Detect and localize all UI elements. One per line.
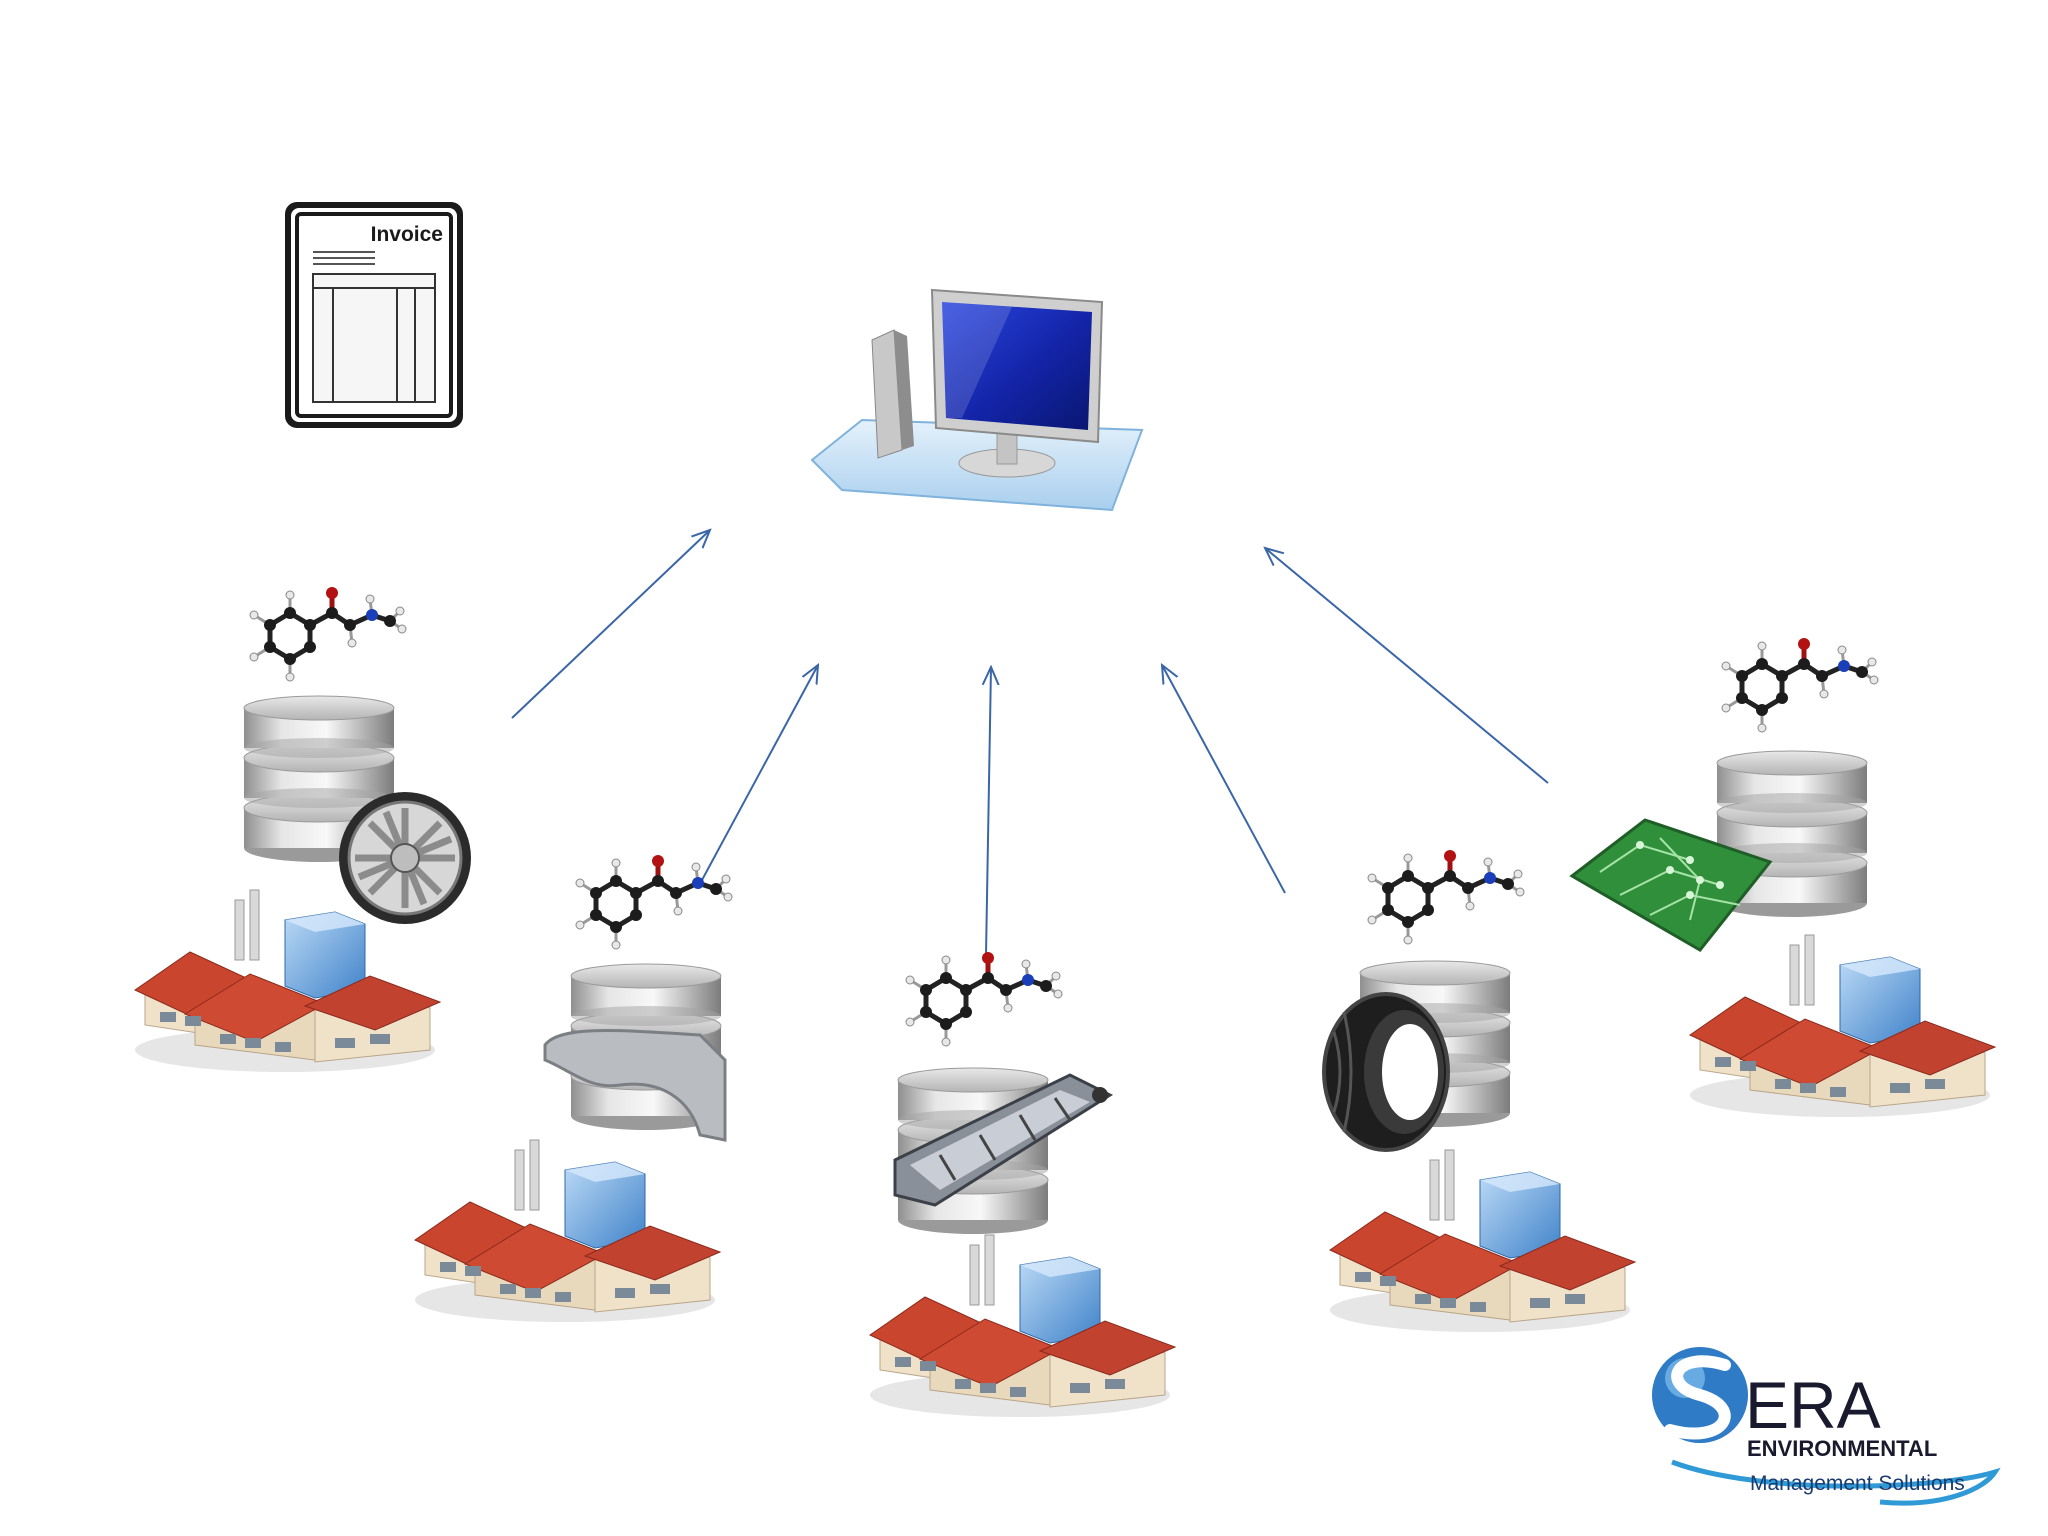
site-1 [134, 587, 471, 1073]
factory-icon [1329, 1149, 1636, 1333]
logo-line1: ENVIRONMENTAL [1747, 1436, 1937, 1461]
arrow-site3-to-computer [986, 667, 991, 956]
site-2 [414, 855, 732, 1323]
invoice-icon: Invoice [285, 202, 463, 428]
arrow-site2-to-computer [701, 665, 818, 881]
site-5 [1569, 638, 1996, 1118]
molecule-icon [1722, 638, 1878, 732]
logo-brand: ERA [1745, 1368, 1881, 1442]
molecule-icon [1368, 850, 1524, 944]
tire-icon [1322, 992, 1450, 1152]
arrow-site4-to-computer [1162, 665, 1286, 894]
battery-assembly-icon [893, 1073, 1114, 1207]
factory-icon [869, 1234, 1176, 1418]
arrow-site1-to-computer [511, 530, 710, 719]
circuit-board-icon [1569, 818, 1773, 952]
site-3 [869, 952, 1176, 1418]
logo-line2: Management Solutions [1750, 1472, 1965, 1495]
wheel-rim-icon [339, 792, 471, 924]
arrow-site5-to-computer [1265, 548, 1549, 784]
company-logo: ERA ENVIRONMENTAL Management Solutions [1652, 1347, 2001, 1506]
site-4 [1322, 850, 1636, 1333]
car-fender-icon [543, 1029, 727, 1142]
factory-icon [414, 1139, 721, 1323]
computer-icon [810, 288, 1144, 512]
factory-icon [1689, 934, 1996, 1118]
molecule-icon [906, 952, 1062, 1046]
molecule-icon [250, 587, 406, 681]
data-flow-arrows [511, 530, 1549, 956]
invoice-label: Invoice [371, 223, 443, 246]
